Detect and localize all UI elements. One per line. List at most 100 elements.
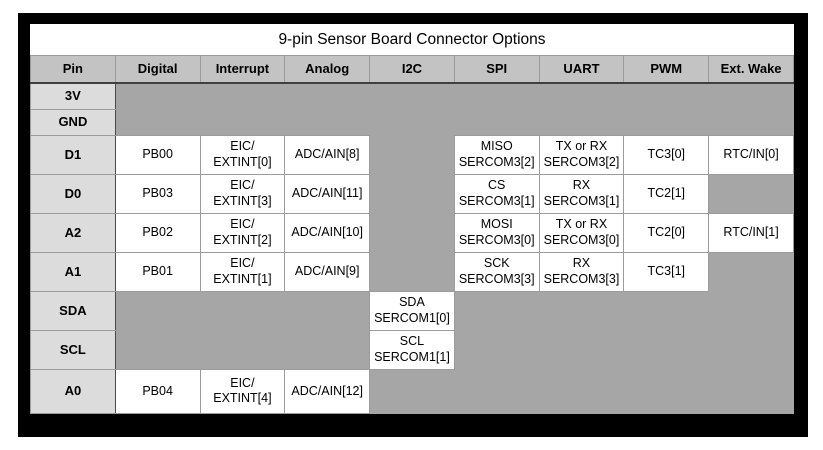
cell-a0-analog: ADC/AIN[12] xyxy=(284,368,371,415)
cell-a1-ext-wake xyxy=(708,252,794,292)
cell-sda-interrupt xyxy=(200,291,285,331)
cell-a0-pwm xyxy=(623,369,709,414)
column-header-spi: SPI xyxy=(453,55,540,85)
cell-gnd-spi xyxy=(454,109,540,136)
cell-a1-spi: SCK SERCOM3[3] xyxy=(453,251,540,292)
column-header-interrupt: Interrupt xyxy=(199,55,286,85)
cell-a2-i2c xyxy=(369,213,455,253)
cell-a2-digital: PB02 xyxy=(114,212,201,253)
cell-a1-digital: PB01 xyxy=(114,251,201,292)
cell-d1-spi: MISO SERCOM3[2] xyxy=(453,134,540,175)
cell-3v-interrupt xyxy=(200,83,285,110)
cell-d0-analog: ADC/AIN[11] xyxy=(284,173,371,214)
cell-d0-i2c xyxy=(369,174,455,214)
cell-d0-uart: RX SERCOM3[1] xyxy=(538,173,625,214)
cell-scl-digital xyxy=(115,330,201,370)
pin-label-a2: A2 xyxy=(30,212,116,253)
cell-d0-spi: CS SERCOM3[1] xyxy=(453,173,540,214)
cell-a0-i2c xyxy=(369,369,455,414)
cell-scl-ext-wake xyxy=(708,330,794,370)
cell-a2-pwm: TC2[0] xyxy=(623,212,710,253)
cell-gnd-ext-wake xyxy=(708,109,794,136)
pin-label-d0: D0 xyxy=(30,173,116,214)
title-row: 9-pin Sensor Board Connector Options xyxy=(30,24,794,56)
cell-d1-i2c xyxy=(369,135,455,175)
table-row-sda: SDA SDA SERCOM1[0] xyxy=(30,290,794,331)
cell-d1-pwm: TC3[0] xyxy=(623,134,710,175)
cell-d0-ext-wake xyxy=(708,174,794,214)
cell-a1-analog: ADC/AIN[9] xyxy=(284,251,371,292)
cell-3v-digital xyxy=(115,83,201,110)
cell-a2-analog: ADC/AIN[10] xyxy=(284,212,371,253)
cell-a2-spi: MOSI SERCOM3[0] xyxy=(453,212,540,253)
cell-d1-interrupt: EIC/ EXTINT[0] xyxy=(199,134,286,175)
cell-scl-i2c: SCL SERCOM1[1] xyxy=(369,329,455,370)
cell-a2-uart: TX or RX SERCOM3[0] xyxy=(538,212,625,253)
cell-a1-pwm: TC3[1] xyxy=(623,251,710,292)
column-header-ext-wake: Ext. Wake xyxy=(708,55,794,85)
cell-a0-spi xyxy=(454,369,540,414)
cell-d1-ext-wake: RTC/IN[0] xyxy=(708,134,794,175)
header-row: Pin Digital Interrupt Analog I2C SPI UAR… xyxy=(30,55,794,85)
cell-3v-pwm xyxy=(623,83,709,110)
cell-gnd-analog xyxy=(284,109,370,136)
cell-a1-uart: RX SERCOM3[3] xyxy=(538,251,625,292)
cell-a0-uart xyxy=(539,369,624,414)
column-header-uart: UART xyxy=(538,55,625,85)
cell-scl-analog xyxy=(284,330,370,370)
table-frame: 9-pin Sensor Board Connector Options Pin… xyxy=(18,13,808,437)
cell-a2-interrupt: EIC/ EXTINT[2] xyxy=(199,212,286,253)
cell-d1-uart: TX or RX SERCOM3[2] xyxy=(538,134,625,175)
table-row-d1: D1 PB00 EIC/ EXTINT[0] ADC/AIN[8] MISO S… xyxy=(30,134,794,175)
cell-a0-ext-wake xyxy=(708,369,794,414)
cell-gnd-digital xyxy=(115,109,201,136)
table-row-d0: D0 PB03 EIC/ EXTINT[3] ADC/AIN[11] CS SE… xyxy=(30,173,794,214)
table-row-a2: A2 PB02 EIC/ EXTINT[2] ADC/AIN[10] MOSI … xyxy=(30,212,794,253)
column-header-analog: Analog xyxy=(284,55,371,85)
pin-label-d1: D1 xyxy=(30,134,116,175)
cell-a0-interrupt: EIC/ EXTINT[4] xyxy=(199,368,286,415)
cell-3v-uart xyxy=(539,83,624,110)
cell-3v-ext-wake xyxy=(708,83,794,110)
cell-sda-spi xyxy=(454,291,540,331)
cell-sda-analog xyxy=(284,291,370,331)
table-row-a1: A1 PB01 EIC/ EXTINT[1] ADC/AIN[9] SCK SE… xyxy=(30,251,794,292)
cell-scl-interrupt xyxy=(200,330,285,370)
cell-3v-i2c xyxy=(369,83,455,110)
table-row-scl: SCL SCL SERCOM1[1] xyxy=(30,329,794,370)
pin-label-a0: A0 xyxy=(30,368,116,415)
pin-label-gnd: GND xyxy=(30,108,116,136)
pin-label-3v: 3V xyxy=(30,82,116,110)
connector-options-table: 9-pin Sensor Board Connector Options Pin… xyxy=(30,24,794,415)
cell-a0-digital: PB04 xyxy=(114,368,201,415)
table-row-3v: 3V xyxy=(30,82,794,110)
table-row-gnd: GND xyxy=(30,108,794,136)
cell-d0-interrupt: EIC/ EXTINT[3] xyxy=(199,173,286,214)
cell-sda-pwm xyxy=(623,291,709,331)
cell-d0-digital: PB03 xyxy=(114,173,201,214)
cell-gnd-uart xyxy=(539,109,624,136)
pin-label-a1: A1 xyxy=(30,251,116,292)
cell-gnd-interrupt xyxy=(200,109,285,136)
cell-sda-ext-wake xyxy=(708,291,794,331)
cell-sda-i2c: SDA SERCOM1[0] xyxy=(369,290,455,331)
column-header-digital: Digital xyxy=(114,55,201,85)
cell-d1-analog: ADC/AIN[8] xyxy=(284,134,371,175)
cell-scl-spi xyxy=(454,330,540,370)
cell-a1-interrupt: EIC/ EXTINT[1] xyxy=(199,251,286,292)
column-header-pwm: PWM xyxy=(623,55,710,85)
pin-label-sda: SDA xyxy=(30,290,116,331)
page-title: 9-pin Sensor Board Connector Options xyxy=(30,24,794,56)
cell-gnd-i2c xyxy=(369,109,455,136)
column-header-pin: Pin xyxy=(30,55,116,85)
cell-sda-uart xyxy=(539,291,624,331)
cell-d0-pwm: TC2[1] xyxy=(623,173,710,214)
cell-d1-digital: PB00 xyxy=(114,134,201,175)
cell-scl-pwm xyxy=(623,330,709,370)
cell-scl-uart xyxy=(539,330,624,370)
pin-label-scl: SCL xyxy=(30,329,116,370)
table-row-a0: A0 PB04 EIC/ EXTINT[4] ADC/AIN[12] xyxy=(30,368,794,415)
cell-3v-spi xyxy=(454,83,540,110)
column-header-i2c: I2C xyxy=(369,55,455,85)
cell-a1-i2c xyxy=(369,252,455,292)
